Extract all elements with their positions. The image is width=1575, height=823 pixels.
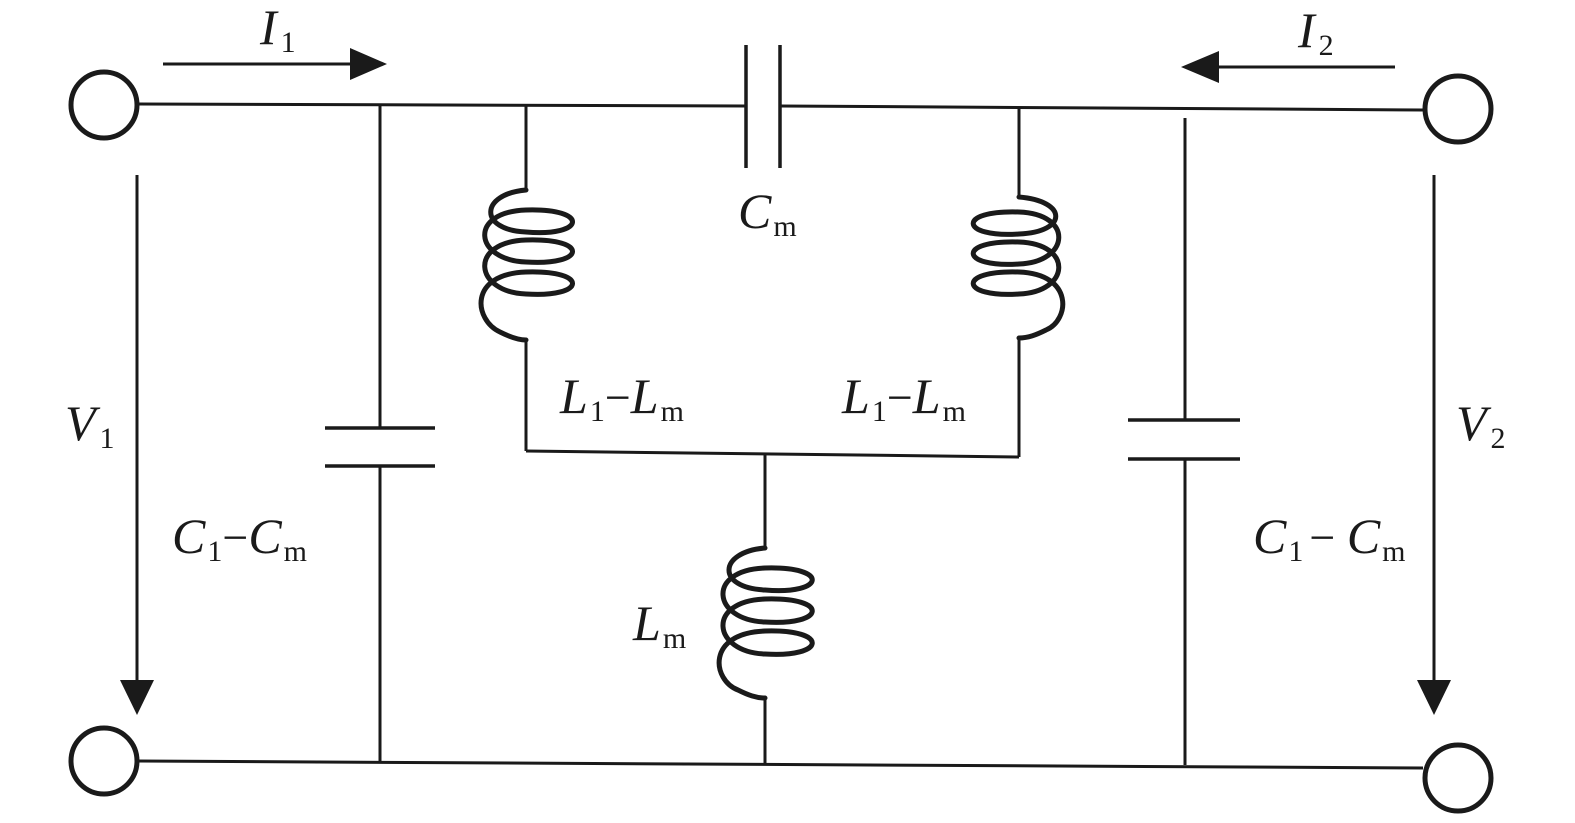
wire-top-right: [779, 104, 1424, 112]
inductor-center: [716, 545, 815, 701]
capacitor-cm: [744, 45, 782, 168]
arrow-v1: [120, 175, 154, 715]
terminal-top-right: [1422, 73, 1494, 145]
arrow-i1: [163, 48, 387, 80]
capacitor-right-shunt: [1128, 418, 1240, 461]
label-c-left: C1−Cm: [172, 508, 307, 568]
label-c-right: C1− Cm: [1253, 508, 1406, 568]
label-l-left: L1−Lm: [559, 368, 684, 428]
terminal-bottom-left: [68, 725, 140, 797]
arrow-i2: [1181, 51, 1395, 83]
wire-bottom: [137, 759, 1424, 770]
inductor-left: [478, 187, 575, 343]
wire-top-left: [137, 102, 747, 108]
terminal-bottom-right: [1422, 742, 1494, 814]
wires: [137, 102, 1424, 770]
label-lm: Lm: [632, 595, 686, 655]
arrow-v2: [1417, 175, 1451, 715]
capacitor-left-shunt: [325, 426, 435, 468]
terminal-top-left: [68, 69, 140, 141]
inductor-right: [970, 194, 1066, 341]
wire-inductor-junction: [525, 449, 1020, 459]
label-cm: Cm: [738, 183, 797, 243]
label-l-right: L1−Lm: [841, 368, 966, 428]
